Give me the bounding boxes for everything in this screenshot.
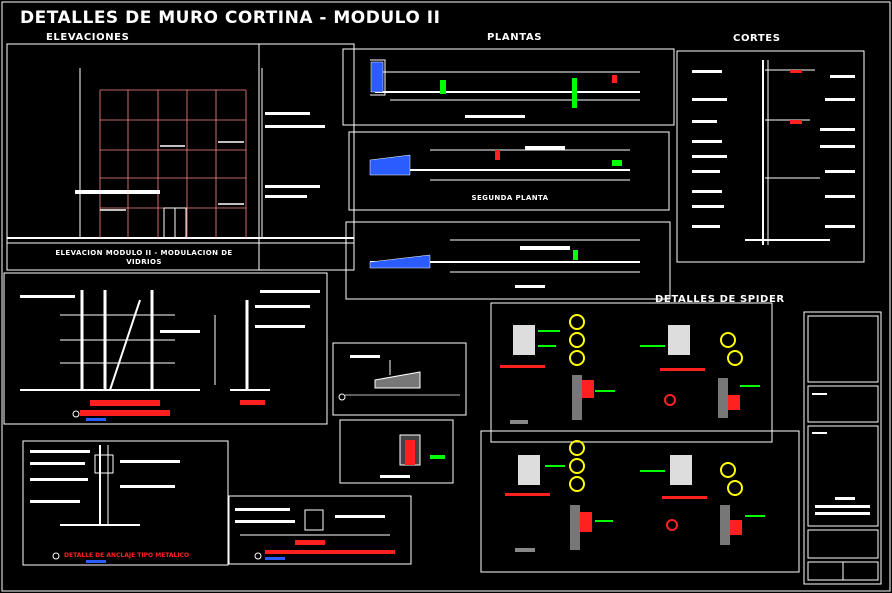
center-detail-fills <box>350 355 445 478</box>
label-spider: DETALLES DE SPIDER <box>655 294 785 305</box>
label-cortes: CORTES <box>733 33 781 44</box>
detail-section-left <box>3 272 328 425</box>
caption-detalle-metalico: DETALLE DE ANCLAJE TIPO METALICO <box>64 552 190 559</box>
label-plantas: PLANTAS <box>487 32 542 43</box>
spider-detail-1 <box>500 314 615 424</box>
section-view <box>676 50 865 263</box>
spider-detail-4 <box>640 455 765 545</box>
spider-detail-3 <box>505 440 613 552</box>
elevation-notes <box>75 112 325 198</box>
plan-glass-fills <box>369 61 431 269</box>
bottom-detail-fills <box>30 450 395 563</box>
center-details <box>332 342 467 484</box>
elevation-view <box>6 43 355 271</box>
plan-highlights <box>440 75 622 288</box>
spider-details <box>480 302 800 573</box>
spider-detail-2 <box>640 325 760 418</box>
caption-segunda-planta: SEGUNDA PLANTA <box>471 194 549 202</box>
caption-elevacion-line1: ELEVACION MODULO II - MODULACION DE <box>55 249 233 257</box>
title-block-text <box>812 393 870 515</box>
sheet-title: DETALLES DE MURO CORTINA - MODULO II <box>20 8 441 28</box>
title-block <box>803 311 882 585</box>
label-elevaciones: ELEVACIONES <box>46 32 130 43</box>
detail-left-fills <box>20 290 320 421</box>
section-notes <box>692 70 855 228</box>
plan-views <box>342 48 675 300</box>
caption-elevacion-line2: VIDRIOS <box>126 258 162 266</box>
bottom-details <box>22 440 412 566</box>
